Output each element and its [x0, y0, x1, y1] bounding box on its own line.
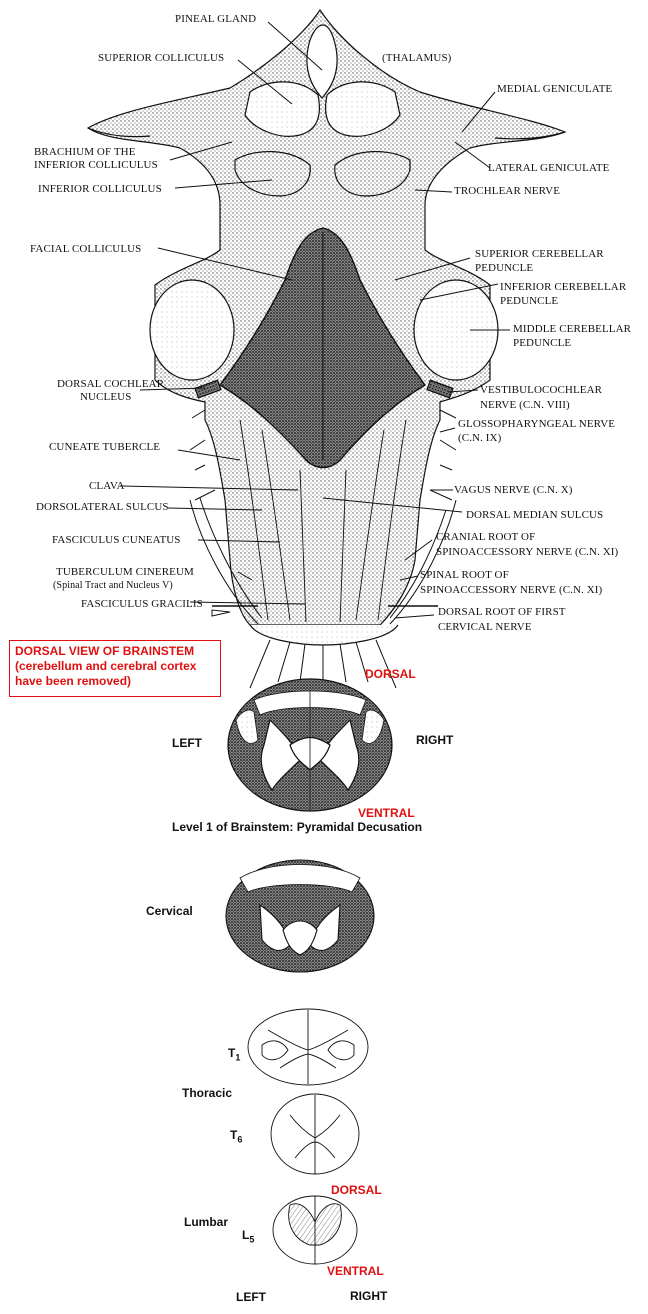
spinal-right-label: RIGHT [350, 1289, 388, 1303]
section1-caption: Level 1 of Brainstem: Pyramidal Decusati… [172, 820, 423, 834]
spinal-left-label: LEFT [236, 1290, 266, 1304]
inferior-colliculi [234, 151, 411, 197]
label-dorsal-cochlear-1: DORSAL COCHLEAR [57, 378, 165, 390]
callout-line-2: (cerebellum and cerebral cortex [15, 659, 197, 673]
label-fasciculus-cuneatus: FASCICULUS CUNEATUS [52, 534, 181, 546]
label-dorsal-cochlear-2: NUCLEUS [80, 391, 132, 403]
label-tuberculum-2: (Spinal Tract and Nucleus V) [53, 580, 173, 591]
label-brachium-2: INFERIOR COLLICULUS [34, 159, 158, 171]
label-cuneate-tubercle: CUNEATE TUBERCLE [49, 441, 161, 453]
label-vestibulocochlear-2: NERVE (C.N. VIII) [480, 399, 570, 411]
label-dorsolateral-sulcus: DORSOLATERAL SULCUS [36, 501, 169, 513]
spinal-dorsal-label: DORSAL [331, 1183, 382, 1197]
label-dorsal-root-1: DORSAL ROOT OF FIRST [438, 606, 566, 618]
label-medial-geniculate: MEDIAL GENICULATE [497, 83, 613, 95]
section1-dorsal-label: DORSAL [365, 667, 416, 681]
callout-line-1: DORSAL VIEW OF BRAINSTEM [15, 644, 195, 658]
section1-left-label: LEFT [172, 736, 202, 750]
label-inferior-colliculus: INFERIOR COLLICULUS [38, 183, 162, 195]
leader-lines [119, 21, 510, 689]
label-lateral-geniculate: LATERAL GENICULATE [488, 162, 610, 174]
label-dorsal-median-sulcus: DORSAL MEDIAN SULCUS [466, 509, 604, 521]
label-fasciculus-gracilis: FASCICULUS GRACILIS [81, 598, 203, 610]
label-cranial-root-2: SPINOACCESSORY NERVE (C.N. XI) [436, 546, 619, 558]
t6-section [270, 1093, 360, 1175]
pineal-gland [306, 24, 338, 99]
middle-cerebellar-peduncle-left [149, 279, 235, 381]
label-tuberculum-1: TUBERCULUM CINEREUM [56, 566, 194, 578]
label-pineal-gland: PINEAL GLAND [175, 13, 257, 25]
label-dorsal-root-2: CERVICAL NERVE [438, 621, 532, 633]
section1-ventral-label: VENTRAL [358, 806, 415, 820]
callout-line-3: have been removed) [15, 674, 132, 688]
label-trochlear-nerve: TROCHLEAR NERVE [454, 185, 561, 197]
l5-label: L5 [242, 1228, 255, 1245]
t6-label: T6 [230, 1128, 243, 1145]
lumbar-label: Lumbar [184, 1215, 229, 1229]
section1-right-label: RIGHT [416, 733, 454, 747]
label-thalamus: (THALAMUS) [382, 52, 452, 64]
thoracic-label: Thoracic [182, 1086, 233, 1100]
cervical-section [225, 859, 375, 973]
label-glossopharyngeal-2: (C.N. IX) [458, 432, 502, 444]
label-inferior-cerebellar-1: INFERIOR CEREBELLAR [500, 281, 627, 293]
superior-colliculi [244, 81, 401, 137]
label-inferior-cerebellar-2: PEDUNCLE [500, 295, 559, 307]
label-vagus-nerve: VAGUS NERVE (C.N. X) [454, 484, 573, 496]
label-glossopharyngeal-1: GLOSSOPHARYNGEAL NERVE [458, 418, 616, 430]
label-spinal-root-1: SPINAL ROOT OF [420, 569, 509, 581]
label-spinal-root-2: SPINOACCESSORY NERVE (C.N. XI) [420, 584, 603, 596]
dorsal-view-callout: DORSAL VIEW OF BRAINSTEM (cerebellum and… [9, 640, 221, 697]
label-cranial-root-1: CRANIAL ROOT OF [436, 531, 536, 543]
label-superior-cerebellar-2: PEDUNCLE [475, 262, 534, 274]
t1-label: T1 [228, 1046, 241, 1063]
label-middle-cerebellar-2: PEDUNCLE [513, 337, 572, 349]
label-facial-colliculus: FACIAL COLLICULUS [30, 243, 142, 255]
label-superior-cerebellar-1: SUPERIOR CEREBELLAR [475, 248, 604, 260]
brainstem-dorsal-view [86, 8, 567, 646]
label-clava: CLAVA [89, 480, 125, 492]
l5-section [272, 1195, 358, 1265]
label-superior-colliculus: SUPERIOR COLLICULUS [98, 52, 225, 64]
vestibulocochlear-nerve-right [426, 379, 454, 399]
t1-section [247, 1008, 369, 1086]
label-brachium-1: BRACHIUM OF THE [34, 146, 136, 158]
vestibulocochlear-nerve-left [194, 379, 222, 399]
label-vestibulocochlear-1: VESTIBULOCOCHLEAR [480, 384, 603, 396]
pyramidal-decussation-section [227, 678, 393, 812]
cervical-label: Cervical [146, 904, 193, 918]
spinal-ventral-label: VENTRAL [327, 1264, 384, 1278]
label-middle-cerebellar-1: MIDDLE CEREBELLAR [513, 323, 632, 335]
